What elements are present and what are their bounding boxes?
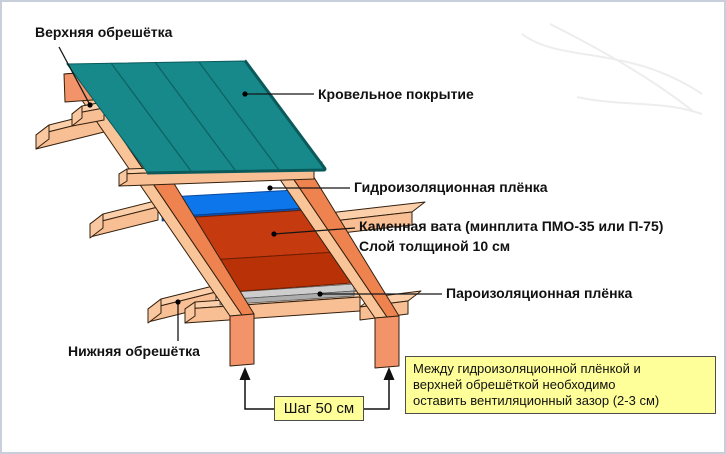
roof-covering-panel: [66, 59, 327, 175]
label-stone-wool-line2: Слой толщиной 10 см: [359, 238, 511, 254]
note-line-1: Между гидроизоляционной плёнкой и: [413, 361, 641, 376]
watermark-marks: [521, 23, 703, 115]
leader-lines: [58, 46, 442, 341]
label-stone-wool: Каменная вата (минплита ПМО-35 или П-75)…: [359, 216, 663, 256]
lower-lathing-batten: [89, 196, 172, 239]
step-dimension-box: Шаг 50 см: [274, 396, 364, 421]
label-vapor-barrier-film: Пароизоляционная плёнка: [446, 285, 633, 301]
ventilation-note-box: Между гидроизоляционной плёнкой и верхне…: [405, 356, 716, 414]
label-stone-wool-line1: Каменная вата (минплита ПМО-35 или П-75): [359, 218, 664, 234]
note-line-2: верхней обрешёткой необходимо: [413, 377, 616, 392]
label-lower-lathing: Нижняя обрешётка: [68, 343, 200, 359]
label-roof-covering: Кровельное покрытие: [318, 86, 474, 102]
step-dimension-text: Шаг 50 см: [283, 400, 355, 417]
dimension-lines: [239, 367, 395, 410]
label-waterproofing-film: Гидроизоляционная плёнка: [354, 179, 548, 195]
note-line-3: оставить вентиляционный зазор (2-3 см): [413, 393, 660, 408]
label-upper-lathing: Верхняя обрешётка: [35, 24, 173, 40]
